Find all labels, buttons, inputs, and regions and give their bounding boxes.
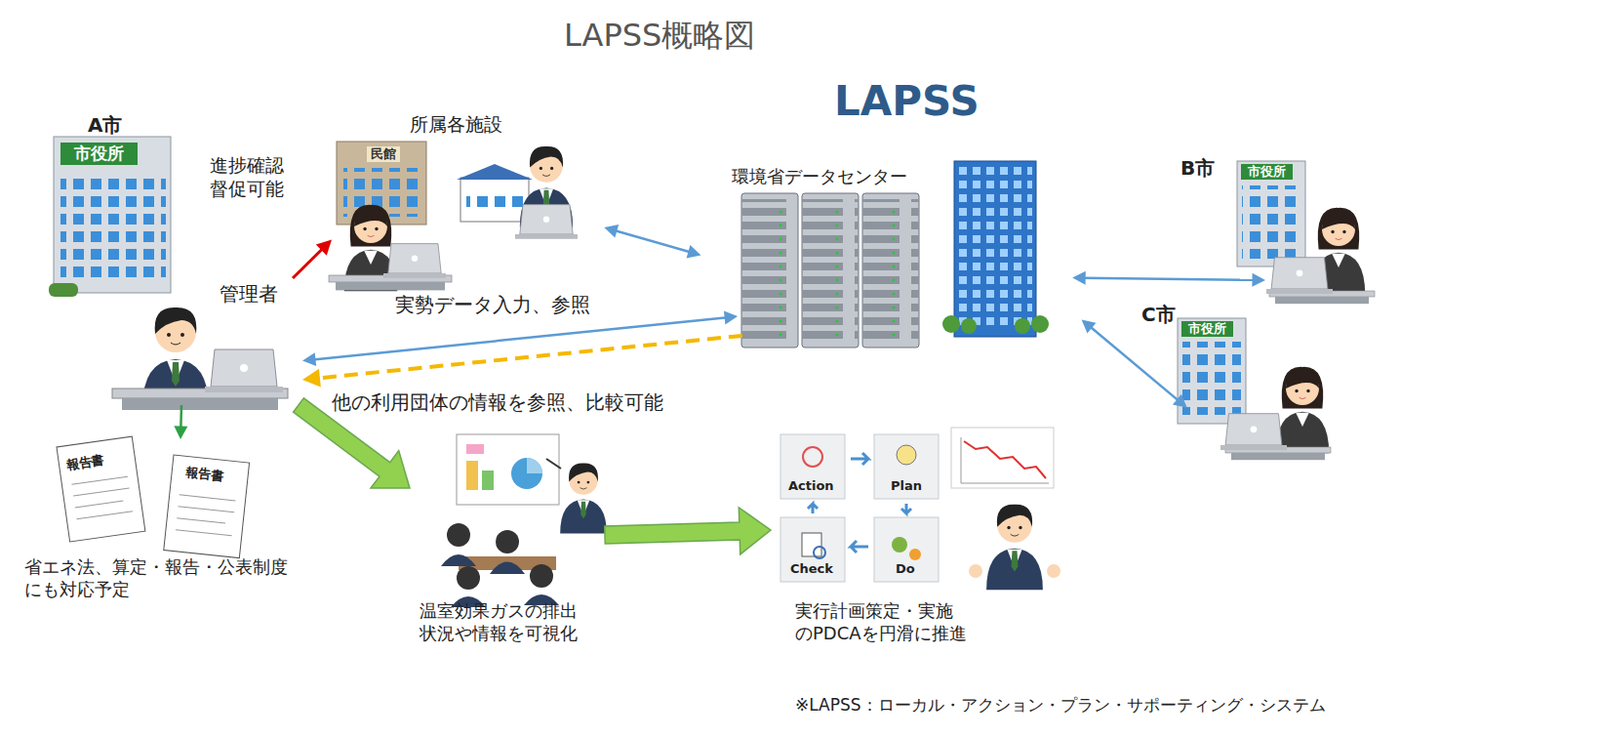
pdca-label: Action (788, 478, 835, 494)
node-label: 温室効果ガスの排出 状況や情報を可視化 (419, 600, 591, 644)
pdca-label: Plan (890, 478, 922, 494)
connector (1081, 319, 1188, 407)
edge-label: 他の利用団体の情報を参照、比較可能 (331, 390, 664, 415)
pdca-label: Check (790, 560, 834, 577)
node-label: 環境省データセンター (731, 165, 908, 189)
node-label: LAPSS (834, 76, 980, 128)
sign-label: 民館 (366, 146, 400, 162)
footnote: ※LAPSS：ローカル・アクション・プラン・サポーティング・システム (795, 694, 1326, 716)
diagram-title: LAPSS概略図 (563, 15, 756, 55)
pdca-node: 実行計画策定・実施 のPDCAを円滑に推進 (770, 424, 1093, 659)
node-label: 管理者 (219, 281, 279, 307)
sign-label: 市役所 (60, 142, 138, 165)
pdca-label: Do (895, 560, 916, 577)
sign-label: 市役所 (1181, 320, 1234, 337)
circle-outline (1209, 131, 1396, 318)
edge-label: 進捗確認 督促可能 (209, 154, 290, 201)
lapss-cloud: LAPSS 環境省データセンター (678, 68, 1137, 391)
node-label: B市 (1180, 156, 1215, 181)
node-label: 省エネ法、算定・報告・公表制度 にも対応予定 (24, 556, 300, 600)
node-label: C市 (1141, 302, 1176, 327)
connector (603, 224, 701, 258)
edge-label: 実勢データ入力、参照 (395, 292, 591, 318)
connector (292, 240, 332, 279)
connector (1072, 271, 1266, 287)
connector (302, 335, 743, 388)
node-label: A市 (87, 113, 122, 138)
node-label: 所属各施設 (409, 113, 503, 137)
facilities-node: 所属各施設 (331, 113, 610, 289)
sign-label: 市役所 (1240, 163, 1293, 180)
block-arrow (604, 507, 771, 555)
manager-node: 管理者 (107, 278, 303, 405)
node-label: 実行計画策定・実施 のPDCAを円滑に推進 (795, 600, 973, 644)
connector (173, 404, 188, 440)
city-b-circle: B市 (1209, 131, 1396, 318)
visualize-node: 温室効果ガスの排出 状況や情報を可視化 (409, 429, 605, 664)
